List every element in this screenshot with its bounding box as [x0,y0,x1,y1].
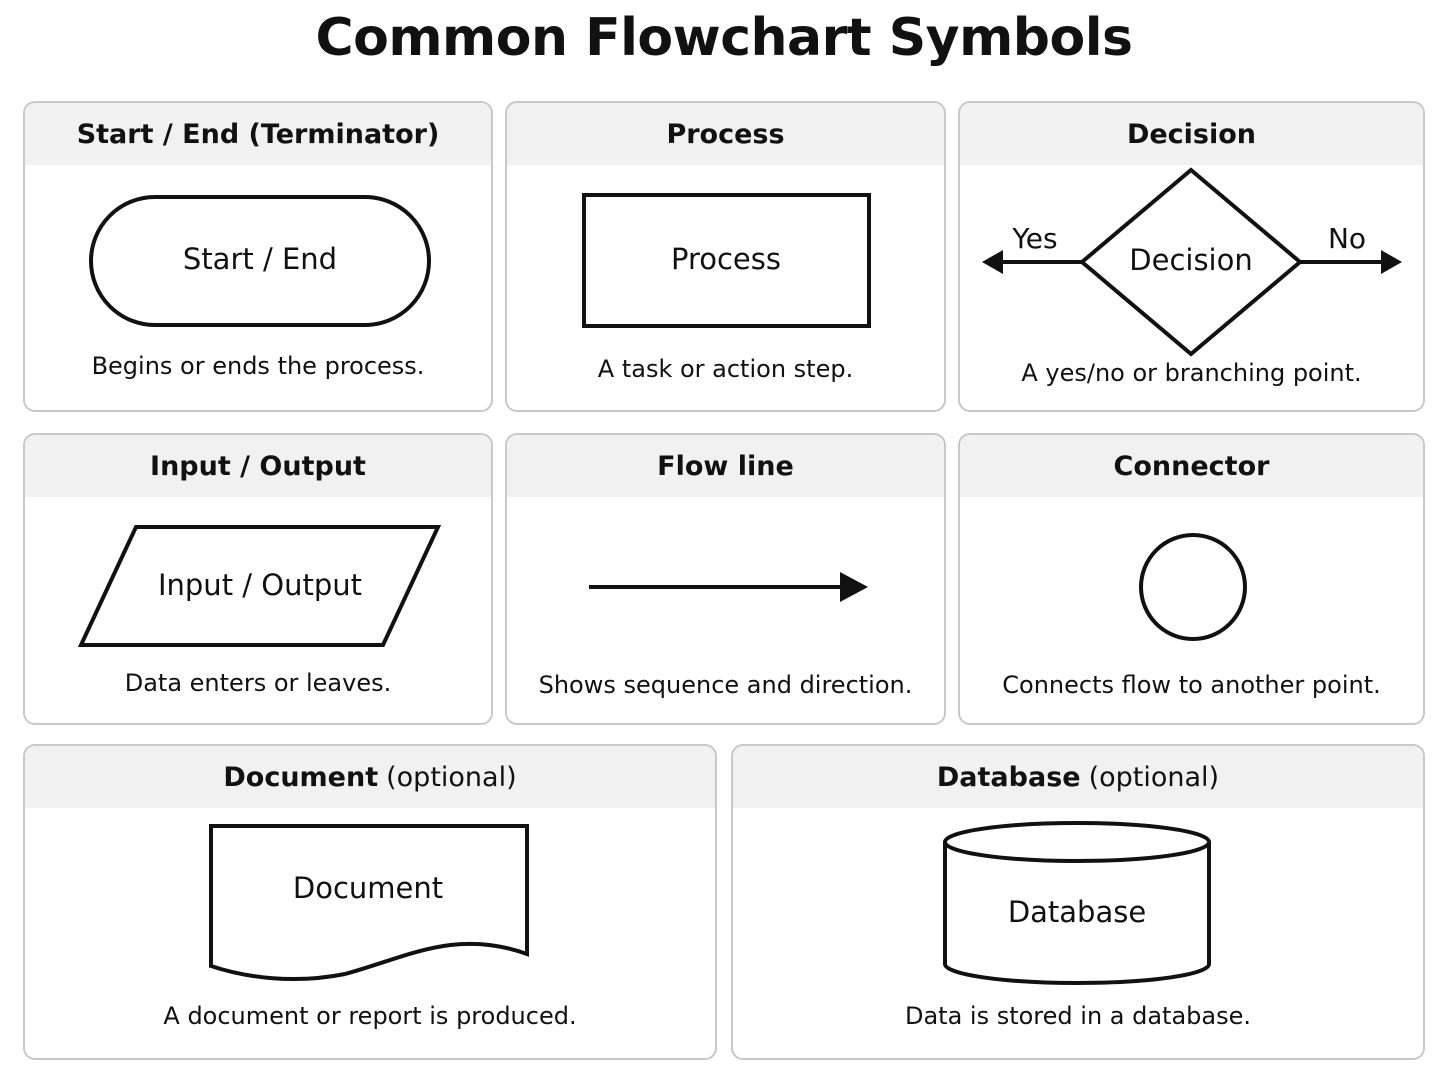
io-heading: Input / Output [150,450,366,482]
yes-label: Yes [1011,222,1057,255]
database-description: Data is stored in a database. [904,1002,1252,1030]
card-header-document: Document (optional) [25,746,715,808]
terminator-description: Begins or ends the process. [91,352,425,380]
terminator-heading: Start / End (Terminator) [76,118,440,150]
io-shape-label: Input / Output [158,568,362,602]
connector-shape [1139,533,1247,641]
database-heading: Database [936,761,1081,793]
database-shape-label: Database [1008,895,1146,929]
database-symbol: Database [943,821,1211,985]
document-shape-label: Document [293,871,443,905]
flowline-heading: Flow line [657,450,794,482]
io-shape [77,525,442,647]
document-shape [209,824,529,982]
io-symbol: Input / Output [77,525,442,647]
decision-symbol: Decision Yes No [982,167,1402,357]
decision-heading: Decision [1126,118,1257,150]
process-description: A task or action step. [597,355,854,383]
card-header-flowline: Flow line [507,435,944,497]
no-arrowhead [1381,250,1402,274]
document-heading: Document [223,761,379,793]
database-heading-note: (optional) [1088,761,1220,793]
process-heading: Process [666,118,785,150]
connector-heading: Connector [1113,450,1270,482]
terminator-symbol: Start / End [89,195,431,327]
card-process: Process Process A task or action step. [505,101,946,412]
document-heading-note: (optional) [386,761,517,793]
flow-arrowhead [840,572,868,602]
card-header-decision: Decision [960,103,1423,165]
flowline-description: Shows sequence and direction. [538,671,913,699]
card-header-process: Process [507,103,944,165]
terminator-shape-label: Start / End [183,242,337,276]
yes-arrowhead [982,250,1003,274]
card-header-terminator: Start / End (Terminator) [25,103,491,165]
card-header-io: Input / Output [25,435,491,497]
card-document: Document (optional) Document A document … [23,744,717,1060]
process-symbol: Process [582,193,871,328]
decision-shape-label: Decision [1129,243,1252,277]
terminator-shape [89,195,431,327]
connector-symbol [1139,533,1247,641]
card-io: Input / Output Input / Output Data enter… [23,433,493,725]
card-header-connector: Connector [960,435,1423,497]
flowline-symbol [589,572,868,602]
decision-description: A yes/no or branching point. [1021,359,1362,387]
connector-description: Connects flow to another point. [1002,671,1381,699]
card-flowline: Flow line Shows sequence and direction. [505,433,946,725]
decision-shape [1078,167,1304,357]
process-shape [582,193,871,328]
io-description: Data enters or leaves. [124,669,392,697]
process-shape-label: Process [671,242,781,276]
card-header-database: Database (optional) [733,746,1423,808]
card-decision: Decision Decision Yes No A yes/no or bra… [958,101,1425,412]
card-database: Database (optional) Database Data is sto… [731,744,1425,1060]
page-title: Common Flowchart Symbols [315,8,1133,68]
document-symbol: Document [209,824,529,982]
database-body [943,842,1211,985]
database-top [943,821,1211,863]
card-connector: Connector Connects flow to another point… [958,433,1425,725]
document-description: A document or report is produced. [163,1002,577,1030]
no-label: No [1328,222,1366,255]
card-terminator: Start / End (Terminator) Start / End Beg… [23,101,493,412]
